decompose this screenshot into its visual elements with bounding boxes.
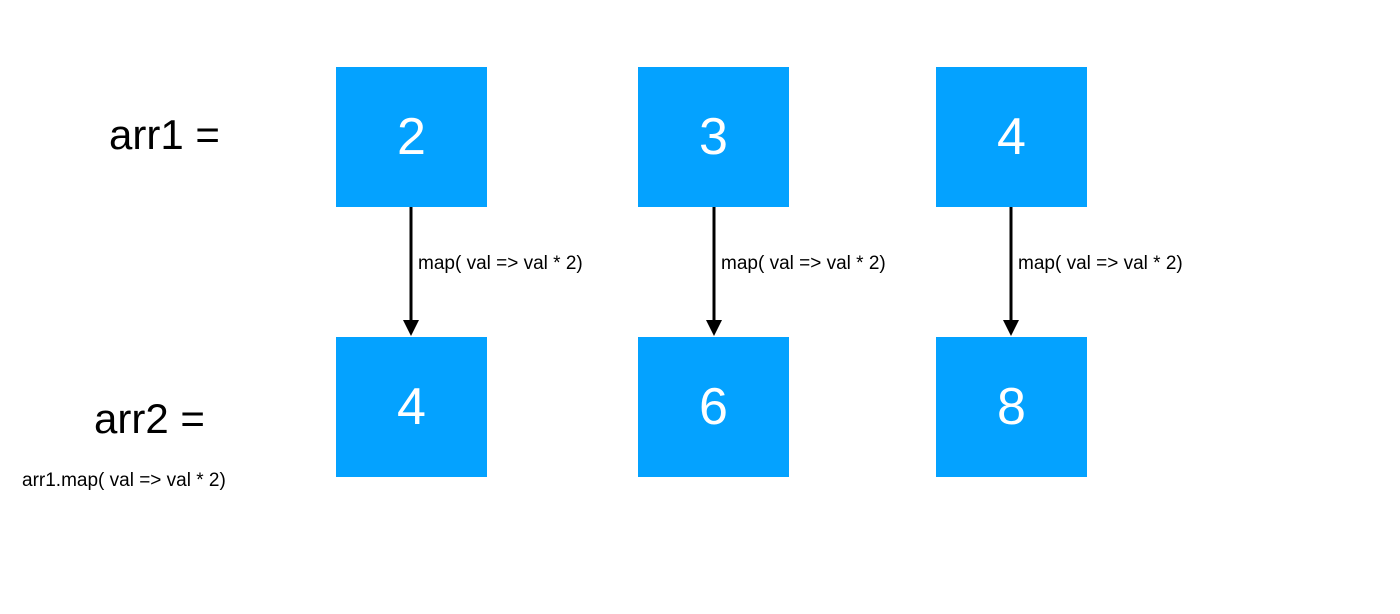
map-arrow-label-0: map( val => val * 2) bbox=[418, 253, 583, 274]
arr1-element-2: 4 bbox=[936, 67, 1087, 207]
arr2-element-1: 6 bbox=[638, 337, 789, 477]
arr2-label: arr2 = bbox=[94, 395, 205, 442]
map-arrow-1 bbox=[706, 207, 722, 336]
map-arrow-2 bbox=[1003, 207, 1019, 336]
arr2-element-2: 8 bbox=[936, 337, 1087, 477]
map-arrow-label-2: map( val => val * 2) bbox=[1018, 253, 1183, 274]
arr1-label: arr1 = bbox=[109, 111, 220, 158]
map-arrow-label-1: map( val => val * 2) bbox=[721, 253, 886, 274]
arr2-expression-label: arr1.map( val => val * 2) bbox=[22, 470, 226, 491]
arr1-element-1: 3 bbox=[638, 67, 789, 207]
arr1-element-0: 2 bbox=[336, 67, 487, 207]
map-arrow-0 bbox=[403, 207, 419, 336]
arr2-element-0: 4 bbox=[336, 337, 487, 477]
